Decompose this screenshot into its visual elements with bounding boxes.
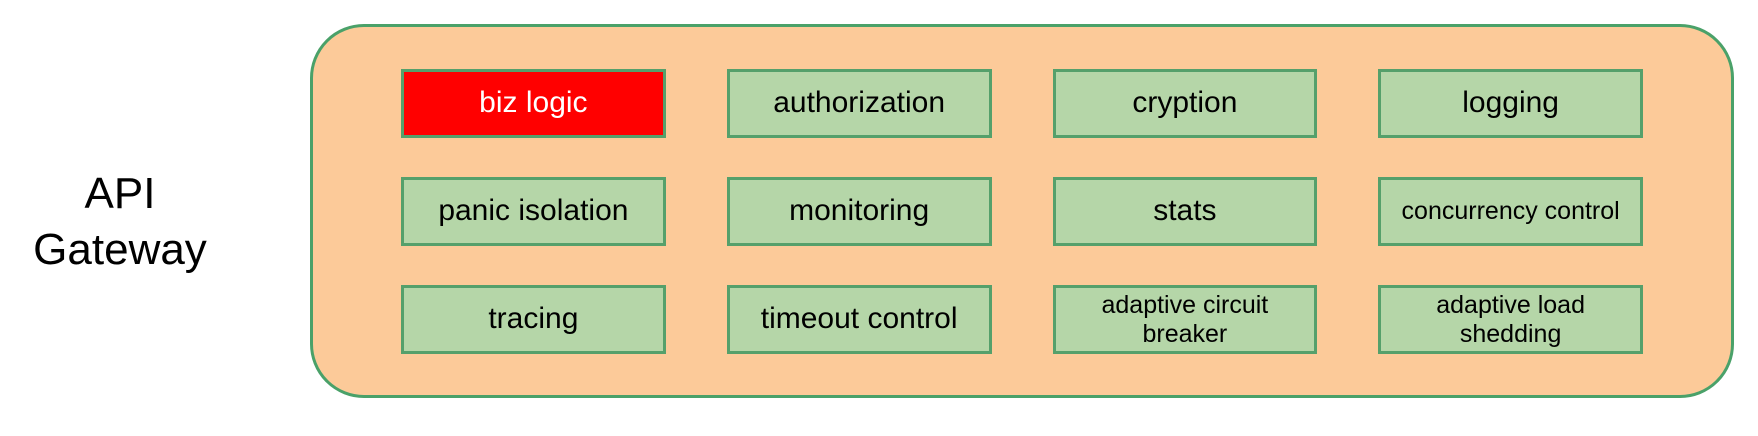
component-box-tracing: tracing — [401, 285, 666, 354]
component-box-biz-logic: biz logic — [401, 69, 666, 138]
gateway-title: API Gateway — [33, 169, 207, 274]
component-grid: biz logic authorization cryption logging… — [401, 69, 1643, 354]
component-box-stats: stats — [1052, 177, 1318, 246]
component-box-logging: logging — [1378, 69, 1643, 138]
component-box-adaptive-circuit-breaker: adaptive circuit breaker — [1052, 285, 1318, 354]
gateway-container: biz logic authorization cryption logging… — [310, 24, 1734, 398]
component-box-concurrency-control: concurrency control — [1378, 177, 1643, 246]
component-box-authorization: authorization — [726, 69, 992, 138]
component-box-adaptive-load-shedding: adaptive load shedding — [1378, 285, 1643, 354]
component-box-timeout-control: timeout control — [726, 285, 992, 354]
component-box-cryption: cryption — [1052, 69, 1318, 138]
component-box-monitoring: monitoring — [726, 177, 992, 246]
component-box-panic-isolation: panic isolation — [401, 177, 666, 246]
